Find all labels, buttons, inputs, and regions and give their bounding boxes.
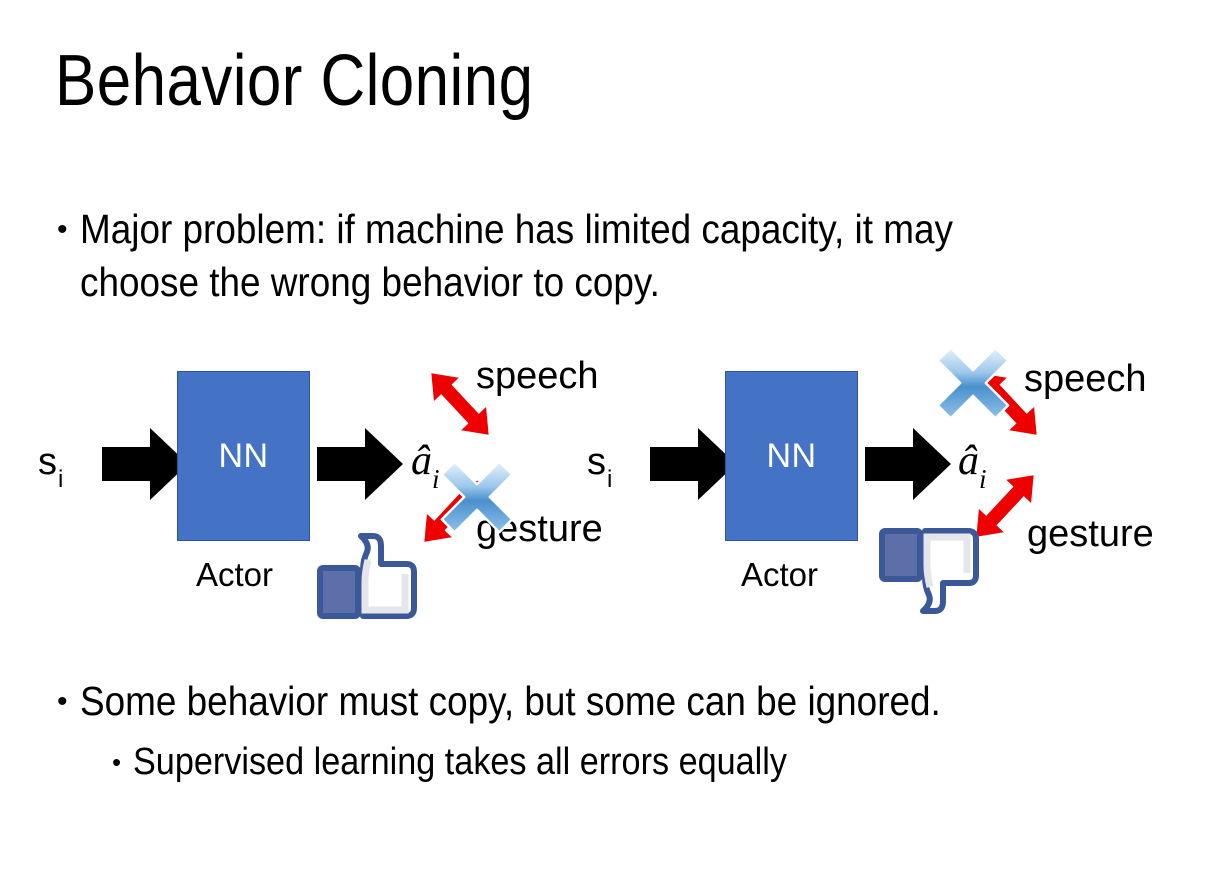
branch-label-speech-left: speech	[476, 355, 599, 397]
diagram-left: si NN Actor âi speech	[10, 340, 610, 630]
bullet-marker: •	[57, 213, 68, 246]
output-label-left: âi	[411, 438, 440, 495]
network-caption-right: Actor	[741, 556, 819, 593]
state-label-left: si	[38, 441, 64, 493]
bullet-supervised-learning-text: Supervised learning takes all errors equ…	[133, 741, 788, 783]
network-box-left: NN	[177, 371, 310, 541]
bullet-major-problem: • Major problem: if machine has limited …	[57, 203, 1177, 310]
output-arrow-left	[317, 428, 403, 500]
diagram-right: si NN Actor âi	[565, 340, 1165, 630]
branch-arrow-gesture-right	[960, 460, 1050, 552]
branch-arrow-speech-left	[415, 358, 505, 450]
state-label-right: si	[587, 441, 613, 493]
network-box-right: NN	[725, 371, 858, 541]
thumbs-down-icon-right	[877, 523, 981, 619]
bullet-marker: •	[57, 685, 68, 718]
input-arrow-right	[650, 428, 736, 500]
output-arrow-right	[865, 428, 951, 500]
branch-label-speech-right: speech	[1024, 358, 1147, 400]
bullet-some-behavior: • Some behavior must copy, but some can …	[57, 675, 1187, 728]
bullet-marker: •	[112, 747, 122, 777]
slide-title: Behavior Cloning	[55, 41, 534, 121]
thumbs-up-icon-left	[315, 530, 419, 622]
input-arrow-left	[102, 428, 188, 500]
bullet-supervised-learning: • Supervised learning takes all errors e…	[112, 738, 1172, 787]
bullet-major-problem-text: Major problem: if machine has limited ca…	[79, 206, 953, 306]
cross-out-speech-icon-right	[933, 343, 1013, 423]
bullet-some-behavior-text: Some behavior must copy, but some can be…	[79, 678, 941, 724]
network-label-right: NN	[766, 436, 817, 475]
network-label-left: NN	[218, 436, 269, 475]
network-caption-left: Actor	[196, 556, 274, 593]
branch-label-gesture-right: gesture	[1027, 513, 1154, 555]
output-label-right: âi	[958, 438, 987, 495]
cross-out-gesture-icon-left	[437, 457, 517, 537]
